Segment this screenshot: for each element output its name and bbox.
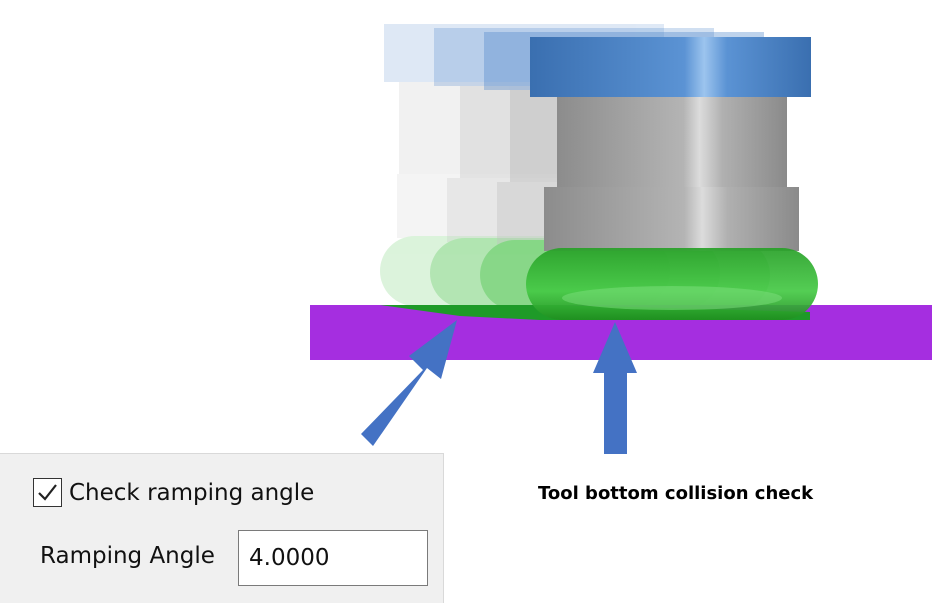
tool-tip-highlight (562, 286, 782, 310)
tool-shank-upper (557, 97, 787, 189)
main-tool (526, 37, 818, 320)
checkmark-icon (38, 484, 57, 501)
collision-check-caption: Tool bottom collision check (538, 483, 814, 504)
check-ramping-angle-label: Check ramping angle (69, 479, 315, 506)
bottom-arrow-icon (593, 322, 637, 454)
ramp-arrow-icon (361, 320, 457, 446)
tool-shank-lower (544, 187, 799, 251)
check-ramping-angle-row[interactable]: Check ramping angle (33, 478, 314, 507)
ramping-angle-input[interactable] (238, 530, 428, 586)
ramping-angle-label: Ramping Angle (40, 543, 215, 569)
check-ramping-angle-checkbox[interactable] (33, 478, 62, 507)
tool-holder (530, 37, 811, 97)
ramping-settings-panel: Check ramping angle Ramping Angle (0, 453, 444, 603)
